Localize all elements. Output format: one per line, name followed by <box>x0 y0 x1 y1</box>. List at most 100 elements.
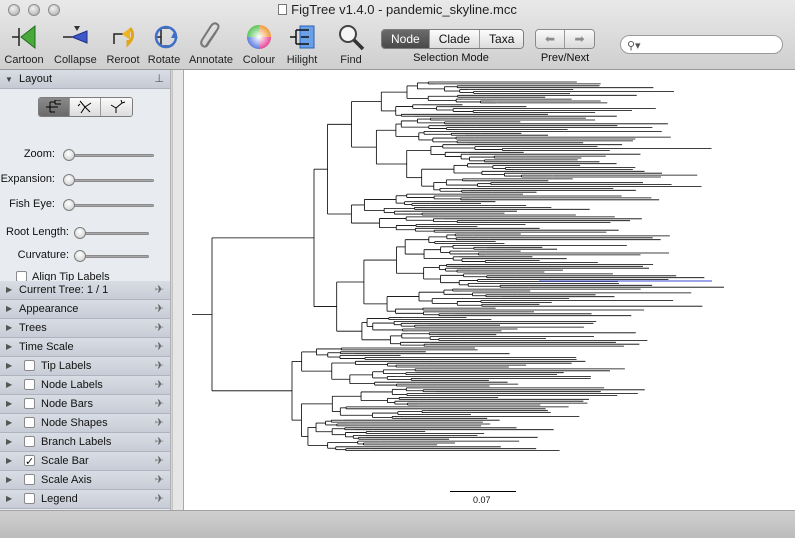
pin-icon[interactable]: ⊥ <box>154 73 164 85</box>
selection-mode-taxa[interactable]: Taxa <box>480 30 524 48</box>
section-tip-labels[interactable]: ▶ Tip Labels ✈ <box>0 357 170 376</box>
disclosure-closed-icon[interactable]: ▶ <box>6 456 13 465</box>
rootlength-slider-knob[interactable] <box>74 227 86 239</box>
fisheye-slider-knob[interactable] <box>63 199 75 211</box>
disclosure-open-icon: ▼ <box>5 75 13 84</box>
status-bar <box>0 510 795 538</box>
scale-bar-checkbox[interactable] <box>24 453 35 471</box>
polar-layout-button[interactable] <box>70 98 101 116</box>
section-node-bars[interactable]: ▶ Node Bars ✈ <box>0 395 170 414</box>
pin-icon[interactable]: ✈ <box>154 455 164 467</box>
cartoon-button[interactable]: Cartoon <box>4 22 44 66</box>
layout-header[interactable]: ▼ Layout ⊥ <box>0 70 170 89</box>
fisheye-slider[interactable] <box>64 204 154 207</box>
node-bars-checkbox[interactable] <box>24 398 35 409</box>
section-label: Time Scale <box>19 341 74 353</box>
disclosure-closed-icon[interactable]: ▶ <box>6 323 13 332</box>
section-node-shapes[interactable]: ▶ Node Shapes ✈ <box>0 414 170 433</box>
disclosure-closed-icon[interactable]: ▶ <box>6 342 13 351</box>
split-divider[interactable] <box>172 70 183 510</box>
collapse-button[interactable]: Collapse <box>54 22 97 66</box>
fisheye-row: Fish Eye: <box>0 197 171 213</box>
disclosure-closed-icon[interactable]: ▶ <box>6 437 13 446</box>
disclosure-closed-icon[interactable]: ▶ <box>6 304 13 313</box>
hilight-button[interactable]: Hilight <box>284 22 320 66</box>
section-time-scale[interactable]: ▶ Time Scale ✈ <box>0 338 170 357</box>
disclosure-closed-icon[interactable]: ▶ <box>6 475 13 484</box>
radial-layout-button[interactable] <box>101 98 132 116</box>
node-shapes-checkbox[interactable] <box>24 417 35 428</box>
disclosure-closed-icon[interactable]: ▶ <box>6 494 13 503</box>
zoom-slider-knob[interactable] <box>63 149 75 161</box>
annotate-button[interactable]: Annotate <box>188 22 234 66</box>
zoom-row: Zoom: <box>0 147 171 163</box>
section-trees[interactable]: ▶Trees✈ <box>0 319 170 338</box>
disclosure-closed-icon[interactable]: ▶ <box>6 418 13 427</box>
pin-icon[interactable]: ✈ <box>154 322 164 334</box>
disclosure-closed-icon[interactable]: ▶ <box>6 285 13 294</box>
section-legend[interactable]: ▶Legend✈ <box>0 490 170 509</box>
section-branch-labels[interactable]: ▶ Branch Labels ✈ <box>0 433 170 452</box>
search-field[interactable]: ⚲▾ <box>620 35 783 54</box>
search-input[interactable] <box>645 37 775 52</box>
tip-labels-checkbox[interactable] <box>24 360 35 371</box>
minimize-window-button[interactable] <box>28 4 40 16</box>
pin-icon[interactable]: ✈ <box>154 474 164 486</box>
colour-button[interactable]: Colour <box>240 22 278 66</box>
section-label: Appearance <box>19 303 79 315</box>
section-scale-bar[interactable]: ▶Scale Bar✈ <box>0 452 170 471</box>
pin-icon[interactable]: ✈ <box>154 417 164 429</box>
pin-icon[interactable]: ✈ <box>154 398 164 410</box>
curvature-row: Curvature: <box>0 248 171 264</box>
rotate-icon <box>154 25 178 49</box>
reroot-button[interactable]: Reroot <box>104 22 142 66</box>
disclosure-closed-icon[interactable]: ▶ <box>6 361 13 370</box>
section-label: Node Labels <box>41 379 103 391</box>
expansion-slider[interactable] <box>64 179 154 182</box>
next-button[interactable]: ➡ <box>565 30 594 48</box>
prev-next-label: Prev/Next <box>540 52 590 64</box>
pin-icon[interactable]: ✈ <box>154 493 164 505</box>
expansion-slider-knob[interactable] <box>63 174 75 186</box>
section-scale-axis[interactable]: ▶ Scale Axis ✈ <box>0 471 170 490</box>
pin-icon[interactable]: ✈ <box>154 436 164 448</box>
window-controls <box>8 4 60 16</box>
section-label: Tip Labels <box>41 360 92 372</box>
selection-mode-control: Node Clade Taxa <box>381 29 525 49</box>
section-label: Branch Labels <box>41 436 112 448</box>
section-appearance[interactable]: ▶ Appearance ✈ <box>0 300 170 319</box>
phylogenetic-tree[interactable] <box>184 70 795 510</box>
section-node-labels[interactable]: ▶ Node Labels ✈ <box>0 376 170 395</box>
tree-canvas[interactable]: 0.07 <box>183 70 795 510</box>
section-label: Node Bars <box>41 398 93 410</box>
disclosure-closed-icon[interactable]: ▶ <box>6 380 13 389</box>
document-icon <box>278 4 288 15</box>
curvature-slider-knob[interactable] <box>74 250 86 262</box>
rotate-button[interactable]: Rotate <box>146 22 182 66</box>
node-labels-checkbox[interactable] <box>24 379 35 390</box>
arrow-right-icon: ➡ <box>574 32 585 46</box>
legend-checkbox[interactable] <box>24 493 35 504</box>
section-current-tree[interactable]: ▶Current Tree: 1 / 1✈ <box>0 281 170 300</box>
section-label: Scale Axis <box>41 474 92 486</box>
branch-labels-checkbox[interactable] <box>24 436 35 447</box>
zoom-slider[interactable] <box>64 154 154 157</box>
close-window-button[interactable] <box>8 4 20 16</box>
rectangular-layout-button[interactable] <box>39 98 70 116</box>
disclosure-closed-icon[interactable]: ▶ <box>6 399 13 408</box>
selection-mode-clade[interactable]: Clade <box>429 30 481 48</box>
pin-icon[interactable]: ✈ <box>154 341 164 353</box>
prev-button[interactable]: ⬅ <box>536 30 565 48</box>
zoom-window-button[interactable] <box>48 4 60 16</box>
pin-icon[interactable]: ✈ <box>154 284 164 296</box>
selection-mode-node[interactable]: Node <box>382 30 430 48</box>
scale-axis-checkbox[interactable] <box>24 474 35 485</box>
pin-icon[interactable]: ✈ <box>154 360 164 372</box>
pin-icon[interactable]: ✈ <box>154 303 164 315</box>
pin-icon[interactable]: ✈ <box>154 379 164 391</box>
rootlength-slider[interactable] <box>76 232 149 235</box>
section-label: Node Shapes <box>41 417 108 429</box>
curvature-slider[interactable] <box>76 255 149 258</box>
section-list: ▶Current Tree: 1 / 1✈▶Appearance✈▶Trees✈… <box>0 281 170 509</box>
find-button[interactable]: Find <box>334 22 368 66</box>
